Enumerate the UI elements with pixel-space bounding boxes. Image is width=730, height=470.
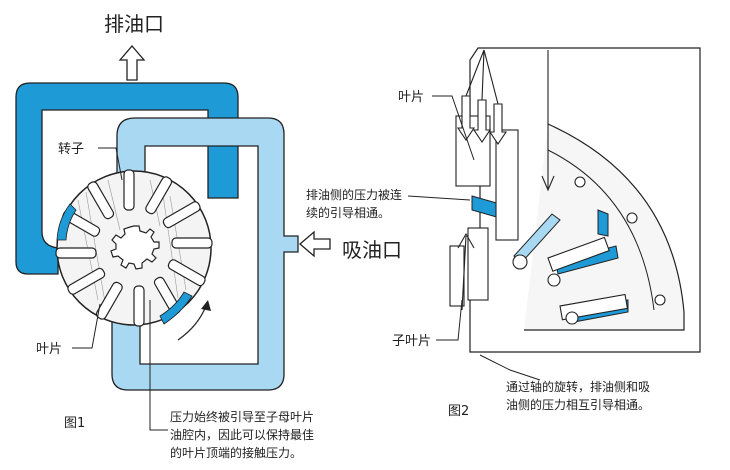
fig1-label: 图1	[64, 416, 86, 431]
rotation-arrowhead-icon	[201, 300, 211, 311]
fig2-cutaway	[407, 47, 701, 381]
fig2-pressure-note: 排油侧的压力被连 续的引导相通。	[306, 188, 403, 220]
inlet-label: 吸油口	[342, 238, 402, 262]
spline-shaft	[110, 225, 160, 270]
outlet-arrow-icon	[118, 45, 146, 81]
cam-ring-gap-discharge	[159, 291, 193, 325]
fig2-pressure-arrows	[456, 95, 508, 145]
fig1-pump-cross-section	[15, 45, 331, 431]
fig2-caption: 通过轴的旋转，排油侧和吸 油侧的压力相互引导相通。	[506, 380, 651, 412]
rotation-arrow-icon	[177, 305, 207, 341]
fig2-label: 图2	[448, 404, 470, 419]
cam-ring-gap-suction	[56, 203, 77, 241]
fig1-vane-label: 叶片	[36, 342, 63, 357]
discharge-passage	[15, 82, 239, 275]
fig1-caption: 压力始终被引导至子母叶片 油腔内，因此可以保持最佳 的叶片顶端的接触压力。	[170, 410, 315, 460]
fig2-flow-lines	[457, 49, 555, 311]
outlet-label: 排油口	[104, 12, 164, 36]
vanes	[55, 169, 213, 327]
rotor-label: 转子	[58, 142, 85, 157]
fig2-leader-lines	[407, 95, 541, 381]
sub-vane-label: 子叶片	[392, 334, 432, 349]
fig1-leader-lines	[72, 147, 168, 431]
inlet-arrow-icon	[299, 230, 331, 258]
fig2-vane-label: 叶片	[398, 90, 425, 105]
bolt-holes	[574, 176, 666, 306]
suction-passage	[111, 117, 299, 391]
